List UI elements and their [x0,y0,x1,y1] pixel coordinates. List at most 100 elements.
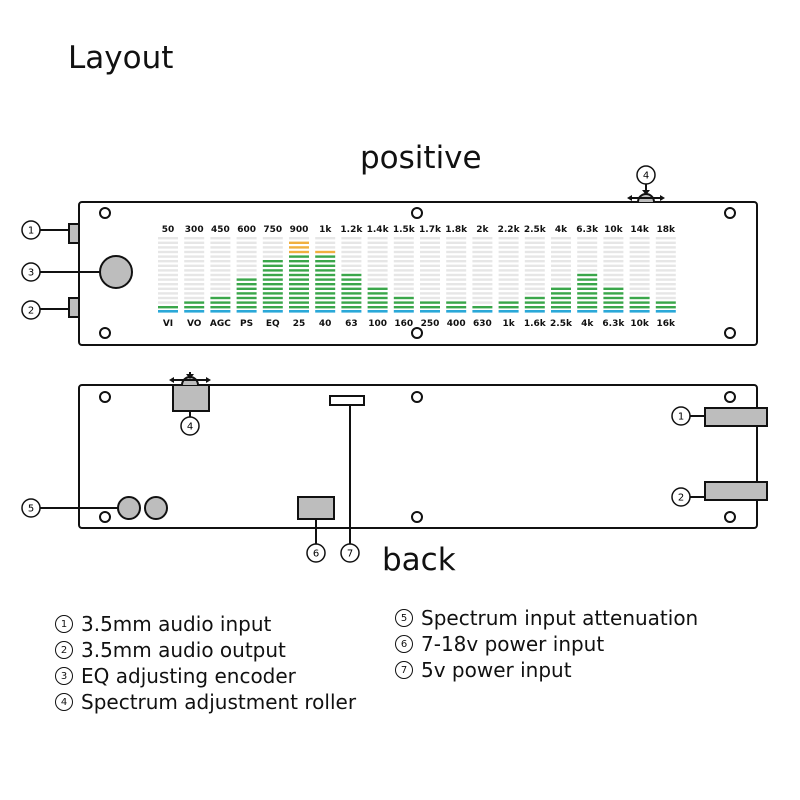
spectrum-bar [393,237,414,313]
spectrum-segment [524,237,545,240]
spectrum-segment [629,287,650,290]
spectrum-segment [420,250,440,254]
spectrum-segment [446,255,467,258]
spectrum-segment [341,273,362,277]
spectrum-segment [262,260,283,263]
spectrum-bar [446,237,467,313]
spectrum-segment [210,273,231,277]
spectrum-segment [184,278,205,281]
spectrum-segment [498,296,519,300]
spectrum-segment [551,296,571,300]
legend-text: Spectrum input attenuation [421,606,699,630]
spectrum-segment [184,269,205,272]
top-frequency-label: 2.2k [498,225,521,235]
spectrum-segment [236,241,257,244]
spectrum-segment [524,250,545,254]
spectrum-segment [420,241,440,244]
spectrum-baseline [577,310,598,313]
bottom-frequency-label: 1.6k [524,319,547,329]
spectrum-segment [603,283,624,286]
legend-text: 7-18v power input [421,632,605,656]
spectrum-segment [577,237,598,240]
spectrum-segment [210,264,231,267]
spectrum-segment [236,287,257,290]
spectrum-segment [341,255,362,258]
legend-item: 4 Spectrum adjustment roller [55,689,356,715]
spectrum-segment [629,273,650,277]
spectrum-segment [420,278,440,281]
legend-number: 4 [55,693,73,711]
spectrum-bar [655,237,676,313]
spectrum-segment [655,241,676,244]
spectrum-segment [629,241,650,244]
spectrum-segment [158,241,178,244]
spectrum-segment [551,246,571,249]
spectrum-segment [629,301,650,304]
spectrum-segment [289,241,309,244]
spectrum-segment [289,283,309,286]
spectrum-segment [498,306,519,309]
spectrum-baseline [210,310,231,313]
spectrum-bar [603,237,624,313]
spectrum-segment [341,287,362,290]
spectrum-segment [341,301,362,304]
spectrum-segment [446,250,467,254]
spectrum-baseline [262,310,283,313]
spectrum-segment [551,301,571,304]
spectrum-segment [393,241,414,244]
legend-number: 3 [55,667,73,685]
spectrum-bar [367,237,388,313]
spectrum-segment [498,292,519,295]
top-frequency-label: 1.8k [445,225,468,235]
spectrum-segment [341,292,362,295]
spectrum-segment [289,296,309,300]
spectrum-segment [184,273,205,277]
spectrum-segment [158,237,178,240]
spectrum-segment [210,269,231,272]
spectrum-baseline [420,310,440,313]
spectrum-segment [315,269,336,272]
spectrum-segment [367,283,388,286]
bottom-frequency-label: 4k [581,319,594,329]
spectrum-bar [498,237,519,313]
spectrum-segment [446,301,467,304]
spectrum-segment [655,269,676,272]
spectrum-segment [184,264,205,267]
spectrum-segment [603,287,624,290]
spectrum-segment [236,283,257,286]
roller-arrows [627,190,665,201]
mount-hole [411,511,423,523]
spectrum-segment [367,292,388,295]
spectrum-segment [289,264,309,267]
arrow-left-icon [169,377,174,383]
spectrum-segment [498,255,519,258]
spectrum-segment [210,283,231,286]
legend-text: EQ adjusting encoder [81,664,296,688]
spectrum-baseline [236,310,257,313]
spectrum-segment [577,241,598,244]
front-callout-4: 4 [643,171,649,182]
spectrum-segment [289,250,309,254]
spectrum-segment [393,273,414,277]
spectrum-segment [446,241,467,244]
spectrum-segment [315,264,336,267]
top-frequency-label: 2.5k [524,225,547,235]
spectrum-segment [472,255,493,258]
spectrum-segment [367,301,388,304]
spectrum-segment [551,269,571,272]
spectrum-segment [577,292,598,295]
spectrum-segment [655,260,676,263]
spectrum-segment [184,301,205,304]
spectrum-segment [655,278,676,281]
spectrum-segment [236,306,257,309]
back-callout-4: 4 [187,422,193,433]
legend-text: 5v power input [421,658,572,682]
spectrum-segment [577,255,598,258]
spectrum-baseline [367,310,388,313]
spectrum-segment [577,287,598,290]
top-frequency-label: 14k [630,225,650,235]
spectrum-segment [367,250,388,254]
top-frequency-label: 300 [185,225,204,235]
spectrum-segment [393,292,414,295]
spectrum-segment [262,241,283,244]
